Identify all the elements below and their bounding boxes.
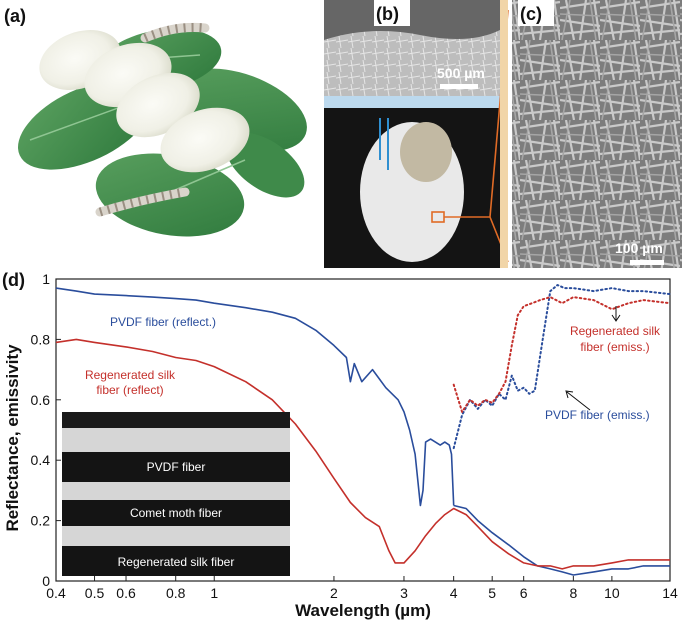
sem-fiber-layer	[324, 30, 500, 96]
series-pvdf_emiss	[452, 284, 671, 450]
panel-a-illustration: (a)	[4, 6, 307, 237]
arrow-silk-emiss	[611, 306, 621, 322]
annotation-pvdf-reflect: PVDF fiber (reflect.)	[110, 315, 216, 329]
x-tick-label: 10	[604, 585, 620, 601]
panel-label-c: (c)	[520, 4, 542, 24]
panel-c-image: (c) 100 µm	[500, 0, 682, 268]
y-tick-label: 1	[42, 271, 50, 287]
x-tick-label: 6	[520, 585, 528, 601]
cocoon-opening	[400, 122, 452, 182]
inset-label-comet-moth: Comet moth fiber	[130, 506, 222, 520]
x-tick-label: 14	[662, 585, 678, 601]
x-tick-label: 0.4	[46, 585, 66, 601]
x-tick-label: 3	[400, 585, 408, 601]
scalebar-b	[440, 84, 478, 89]
series-pvdf_reflect_tail	[453, 504, 670, 576]
sem-fibers	[512, 0, 682, 268]
x-tick-label: 4	[450, 585, 458, 601]
x-tick-label: 5	[488, 585, 496, 601]
scalebar-label-b: 500 µm	[437, 65, 485, 81]
panel-b-label-bg	[374, 0, 410, 26]
panel-label-d: (d)	[2, 270, 25, 290]
y-tick-label: 0.4	[31, 452, 51, 468]
series-silk_reflect	[55, 338, 670, 570]
zoom-line-b	[379, 118, 389, 170]
x-tick-label: 8	[569, 585, 577, 601]
plot-frame	[55, 278, 671, 582]
series-lines	[55, 284, 671, 576]
arrow-pvdf-emiss	[565, 390, 591, 411]
panel-c-label-bg	[518, 0, 554, 26]
scalebar-label-c: 100 µm	[615, 240, 663, 256]
inset-fiber-band	[62, 412, 290, 428]
annotation-pvdf-emiss: PVDF fiber (emiss.)	[545, 408, 650, 422]
x-tick-label: 1	[210, 585, 218, 601]
panel-b-images: (b) 500 µm	[324, 0, 509, 268]
x-tick-label: 0.5	[85, 585, 105, 601]
x-tick-label: 0.6	[116, 585, 136, 601]
panel-label-b: (b)	[376, 4, 399, 24]
x-axis-label: Wavelength (µm)	[295, 601, 431, 620]
series-silk_emiss	[452, 296, 671, 413]
annotation-silk-emiss-line1: Regenerated silk	[570, 324, 661, 338]
cocoon	[160, 107, 250, 173]
inset-fiber-micrograph: PVDF fiber Comet moth fiber Regenerated …	[62, 412, 290, 576]
series-pvdf_reflect	[55, 287, 455, 507]
inset-label-pvdf: PVDF fiber	[147, 460, 206, 474]
annotation-silk-reflect-line2: fiber (reflect)	[96, 383, 163, 397]
y-tick-label: 0.2	[31, 513, 51, 529]
annotation-silk-reflect-line1: Regenerated silk	[85, 368, 176, 382]
inset-fiber-band	[62, 452, 290, 482]
y-axis: 0 0.2 0.4 0.6 0.8 1	[31, 271, 61, 589]
y-tick-label: 0	[42, 573, 50, 589]
y-axis-label: Reflectance, emissivity	[3, 344, 22, 532]
zoom-band-c	[500, 0, 508, 268]
scalebar-c	[630, 260, 664, 265]
annotation-silk-emiss-line2: fiber (emiss.)	[580, 340, 649, 354]
x-tick-label: 2	[330, 585, 338, 601]
panel-label-a: (a)	[4, 6, 26, 26]
y-tick-label: 0.8	[31, 331, 51, 347]
y-tick-label: 0.6	[31, 392, 51, 408]
x-axis: 0.4 0.5 0.6 0.8 1 2 3 4 5 6 8 10 14	[46, 576, 678, 601]
inset-fiber-band	[62, 546, 290, 576]
silkworm-segments	[143, 23, 206, 43]
inset-fiber-band	[62, 500, 290, 526]
zoom-band	[324, 96, 500, 108]
x-tick-label: 0.8	[166, 585, 186, 601]
silkworm-segments	[98, 187, 186, 217]
leaf	[225, 132, 305, 198]
inset-label-silk: Regenerated silk fiber	[118, 555, 235, 569]
